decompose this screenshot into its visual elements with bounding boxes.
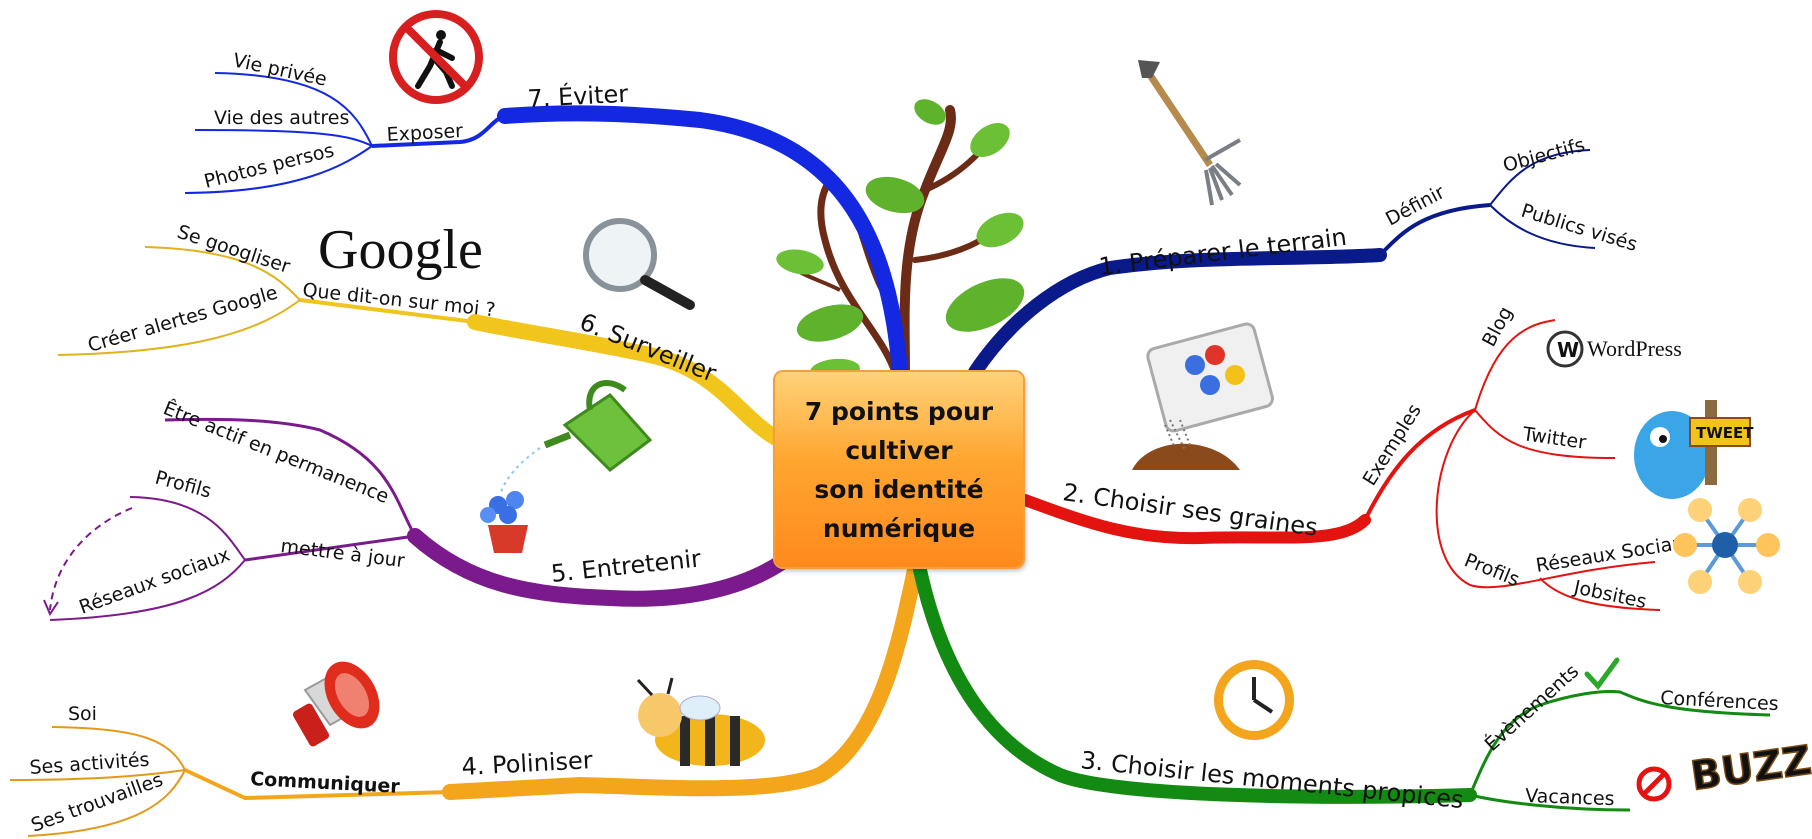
prohibited-icon xyxy=(1636,766,1672,802)
wordpress-logo: W WordPress xyxy=(1546,330,1682,368)
branch-4-leaf-1: Soi xyxy=(68,703,97,725)
branch-7-sub-label: Exposer xyxy=(386,120,464,146)
central-topic: 7 points pour cultiver son identité numé… xyxy=(775,372,1023,567)
google-logo: Google xyxy=(318,219,483,281)
branch-6-leaf-1: Se googliser xyxy=(174,221,292,278)
branch-3-leaf-1: Évènements xyxy=(1480,659,1583,755)
branch-7-leaf-2: Vie des autres xyxy=(214,107,349,129)
central-topic-line-4: numérique xyxy=(822,513,976,543)
branch-7-title: 7. Éviter xyxy=(527,79,629,113)
magnifier-icon xyxy=(583,218,695,310)
branch-4-title: 4. Poliniser xyxy=(461,746,594,781)
bee-icon xyxy=(636,677,765,766)
branch-7-leaf-3: Photos persos xyxy=(202,139,336,193)
branch-3-leaf-2: Conférences xyxy=(1660,687,1779,715)
pitchfork-icon xyxy=(1138,60,1242,206)
branch-3: 3. Choisir les moments propices Évènemen… xyxy=(913,563,1779,814)
megaphone-icon xyxy=(292,661,380,747)
checkmark-icon xyxy=(1584,657,1620,690)
seed-packet-icon xyxy=(1132,322,1274,470)
clock-icon xyxy=(1214,660,1294,740)
branch-6-sub-label: Que dit-on sur moi ? xyxy=(301,279,496,321)
buzz-logo-text: BUZZ! xyxy=(1688,735,1812,800)
branch-5-leaf-3: Profils xyxy=(153,467,214,503)
branch-4-sub-label: Communiquer xyxy=(250,768,401,798)
branch-5: 5. Entretenir Être actif en permanence m… xyxy=(43,396,790,621)
branch-2-leaf-4: Réseaux Sociaux xyxy=(1534,530,1696,577)
google-logo-text: Google xyxy=(318,219,483,281)
branch-1: 1. Préparer le terrain Définir Objectifs… xyxy=(968,134,1640,379)
watering-can-icon xyxy=(480,379,653,553)
branch-3-leaf-3: Vacances xyxy=(1525,785,1615,810)
tree-icon xyxy=(776,99,1025,382)
branch-4-leaf-2: Ses activités xyxy=(29,749,150,779)
buzz-logo: BUZZ! xyxy=(1687,734,1812,800)
branch-3-title: 3. Choisir les moments propices xyxy=(1079,746,1464,814)
network-nodes-icon xyxy=(1673,498,1780,594)
branch-2-leaf-5: Jobsites xyxy=(1571,576,1648,613)
twitter-bird-icon: TWEET xyxy=(1634,400,1754,499)
central-topic-line-3: son identité xyxy=(814,474,984,504)
branch-1-title: 1. Préparer le terrain xyxy=(1097,223,1348,281)
tweet-sign-text: TWEET xyxy=(1696,424,1754,442)
branch-1-leaf-1: Objectifs xyxy=(1501,134,1588,177)
branch-7-leaf-1: Vie privée xyxy=(231,49,329,90)
wordpress-logo-text: WordPress xyxy=(1587,336,1682,361)
branch-5-title: 5. Entretenir xyxy=(550,544,703,588)
central-topic-line-1: 7 points pour xyxy=(804,396,994,426)
branch-7: 7. Éviter Exposer Vie privée Vie des aut… xyxy=(184,49,908,380)
central-topic-line-2: cultiver xyxy=(845,435,953,465)
no-walking-sign-icon xyxy=(389,10,483,104)
branch-2-leaf-1: Blog xyxy=(1478,303,1517,350)
svg-text:W: W xyxy=(1557,338,1579,362)
